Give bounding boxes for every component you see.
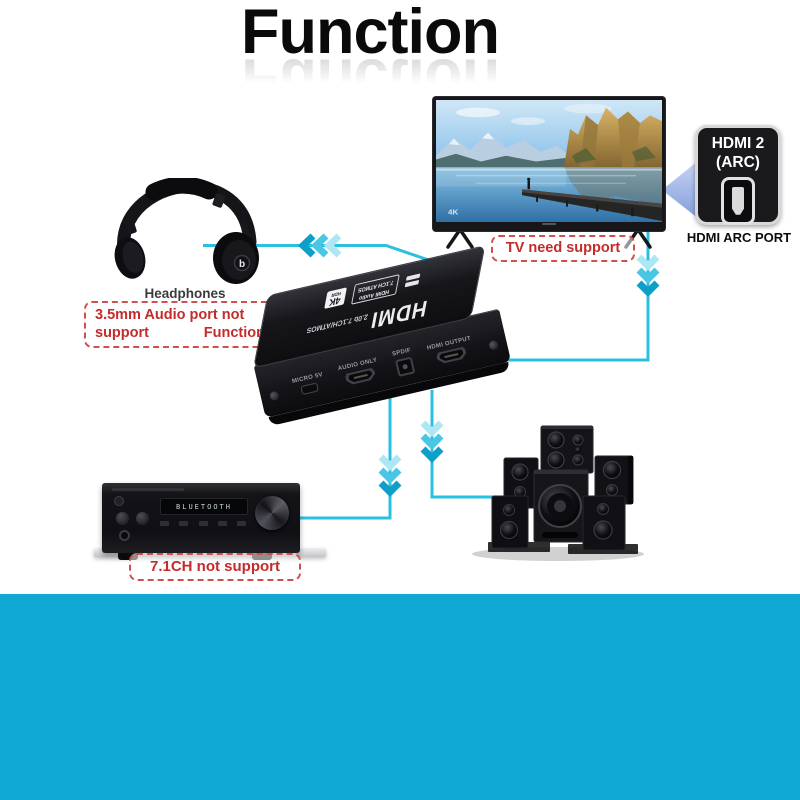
arc-badge-line1: HDMI 2 bbox=[711, 135, 765, 152]
screw-icon bbox=[268, 390, 280, 402]
arc-to-tv-arrow-icon bbox=[662, 156, 704, 223]
page-title-block: Function Function bbox=[241, 0, 500, 116]
pier-person bbox=[527, 180, 530, 190]
hdmi-port-icon bbox=[344, 367, 376, 385]
headphones-warning-box: 3.5mm Audio port not support Function bbox=[84, 301, 276, 349]
device-audio-badge: HDMI Audio 7.1CH ATMOS bbox=[350, 273, 400, 305]
right-speaker bbox=[594, 455, 634, 505]
hdmi-port-icon bbox=[436, 346, 468, 364]
screw-icon bbox=[488, 339, 499, 351]
receiver-volume-knob-icon bbox=[255, 496, 289, 530]
hdmi-arc-port-caption: HDMI ARC PORT bbox=[686, 230, 792, 245]
micro-usb-port-icon bbox=[300, 381, 320, 395]
headphones-label: Headphones bbox=[144, 286, 226, 301]
receiver-small-knob-icon bbox=[136, 512, 149, 525]
down-chevron-arrow-icon-speakers bbox=[420, 420, 444, 463]
device-format-badges-icon bbox=[404, 273, 421, 288]
tv-warning-text: TV need support bbox=[505, 240, 621, 256]
arc-badge-line2: (ARC) bbox=[716, 154, 760, 172]
av-receiver-image: BLUETOOTH bbox=[102, 483, 300, 560]
receiver-warning-box: 7.1CH not support bbox=[129, 553, 301, 581]
bottom-color-band bbox=[0, 594, 800, 800]
receiver-warning-text: 7.1CH not support bbox=[150, 558, 280, 575]
port-spdif: SPDIF bbox=[392, 347, 417, 377]
optical-port-icon bbox=[394, 356, 416, 377]
headphones-logo-icon bbox=[233, 254, 251, 272]
receiver-buttons bbox=[160, 521, 246, 526]
port-micro-usb: MICRO 5V bbox=[291, 372, 326, 397]
port-audio-only: AUDIO ONLY bbox=[337, 357, 381, 386]
front-left-speaker bbox=[491, 495, 529, 549]
device-4k-hdr-badge: 4K HDR bbox=[324, 287, 347, 309]
down-chevron-arrow-icon-tv bbox=[636, 254, 660, 297]
port-hdmi-output: HDMI OUTPUT bbox=[426, 336, 475, 367]
subwoofer bbox=[533, 469, 589, 543]
headphones-image: b bbox=[114, 178, 259, 284]
tv-warning-box: TV need support bbox=[491, 235, 635, 262]
page-title: Function bbox=[241, 0, 500, 67]
receiver-small-knob-icon bbox=[116, 512, 129, 525]
tv-image: 4K bbox=[432, 96, 666, 232]
svg-text:b: b bbox=[239, 259, 245, 270]
receiver-power-button-icon bbox=[114, 496, 124, 506]
center-speaker bbox=[540, 425, 594, 474]
tv-4k-badge: 4K bbox=[448, 207, 459, 216]
front-right-speaker bbox=[582, 495, 626, 551]
tv-brand-logo bbox=[542, 223, 556, 225]
device-to-speakers-line bbox=[430, 390, 506, 499]
headphones-warning-line2-right: Function bbox=[203, 325, 265, 342]
receiver-display: BLUETOOTH bbox=[160, 498, 248, 515]
left-chevron-arrow-icon bbox=[297, 233, 342, 258]
receiver-phones-jack-icon bbox=[119, 530, 130, 541]
tv-screen: 4K bbox=[436, 100, 662, 222]
receiver-brand-strip bbox=[112, 488, 184, 491]
device-to-receiver-line bbox=[296, 396, 392, 520]
down-chevron-arrow-icon-receiver bbox=[378, 454, 402, 497]
receiver-display-text: BLUETOOTH bbox=[176, 502, 232, 511]
hdmi-arc-port-badge: HDMI 2 (ARC) bbox=[695, 125, 781, 225]
tv-screen-scene: 4K bbox=[436, 100, 662, 222]
receiver-foot bbox=[118, 553, 138, 560]
tv-chin bbox=[436, 222, 662, 226]
headphones-warning-line2-left: support bbox=[95, 325, 149, 342]
hdmi-connector-icon bbox=[721, 176, 755, 225]
speaker-system-image bbox=[472, 425, 644, 561]
headphones-warning-line1: 3.5mm Audio port not bbox=[95, 307, 245, 323]
